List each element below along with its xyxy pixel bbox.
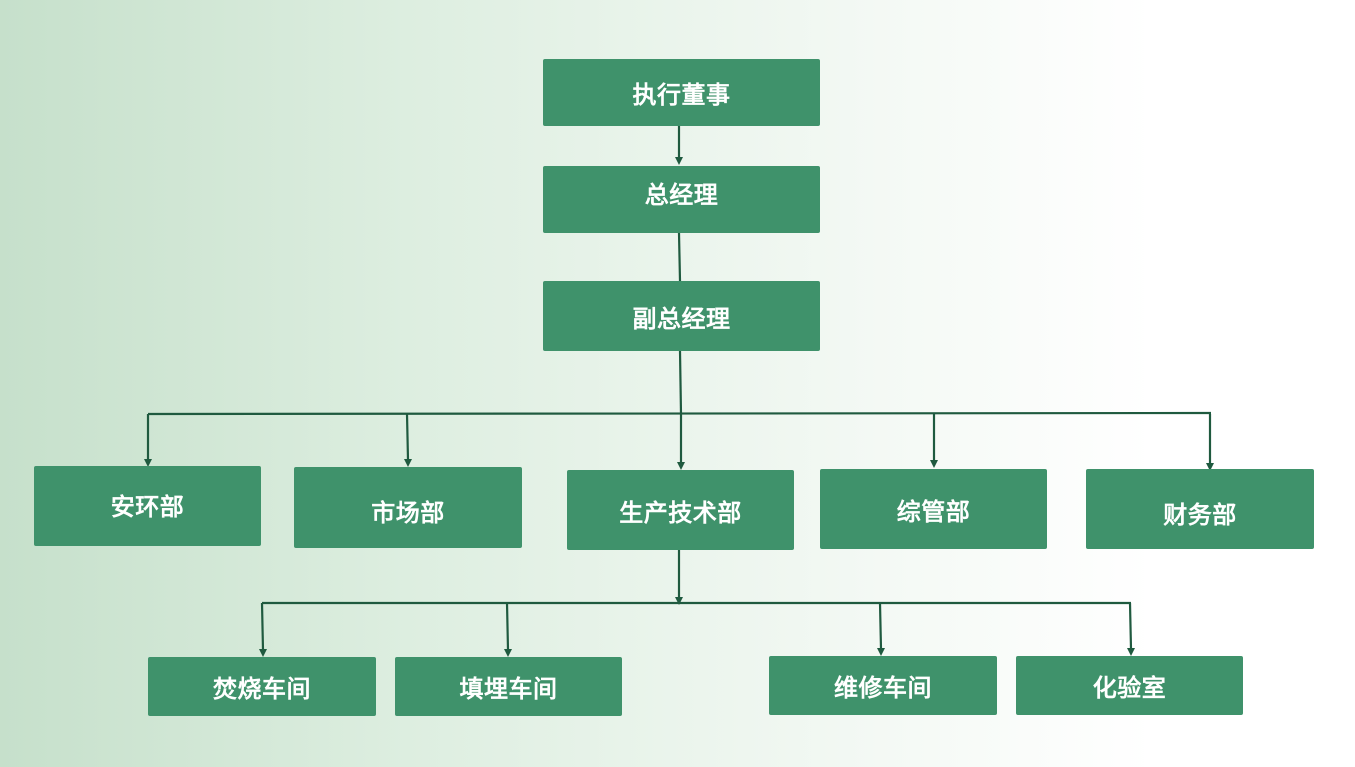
node-dept-finance[interactable]: 财务部 xyxy=(1086,469,1314,549)
node-workshop-incineration[interactable]: 焚烧车间 xyxy=(148,657,376,716)
node-general-manager[interactable]: 总经理 xyxy=(543,166,820,233)
node-dept-marketing[interactable]: 市场部 xyxy=(294,467,522,548)
node-dept-safety-environment[interactable]: 安环部 xyxy=(34,466,261,546)
node-executive-director[interactable]: 执行董事 xyxy=(543,59,820,126)
node-workshop-landfill[interactable]: 填埋车间 xyxy=(395,657,622,716)
node-workshop-maintenance[interactable]: 维修车间 xyxy=(769,656,997,715)
node-dept-general-management[interactable]: 综管部 xyxy=(820,469,1047,549)
node-laboratory[interactable]: 化验室 xyxy=(1016,656,1243,715)
node-deputy-general-manager[interactable]: 副总经理 xyxy=(543,281,820,351)
node-dept-production-technology[interactable]: 生产技术部 xyxy=(567,470,794,550)
